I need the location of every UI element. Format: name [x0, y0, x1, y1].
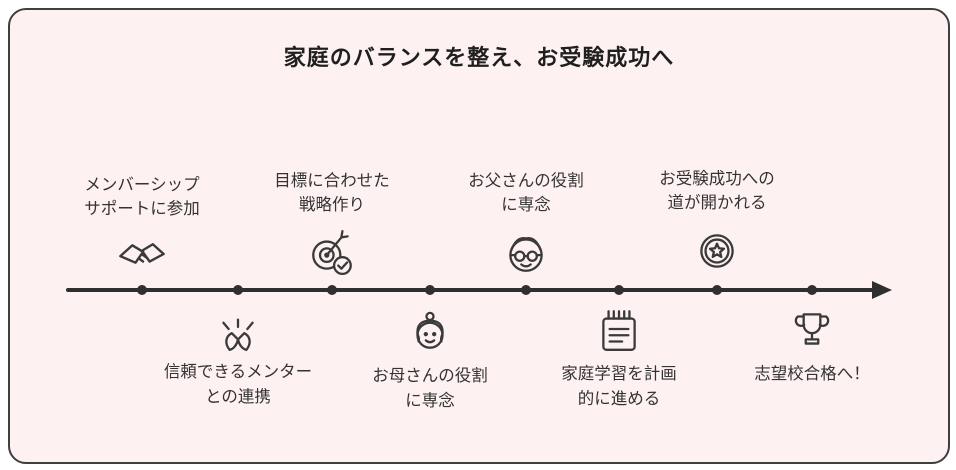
star-badge-icon: [692, 226, 742, 276]
milestone-home-study: 家庭学習を計画 的に進める: [524, 306, 714, 412]
milestone-label: お父さんの役割 に専念: [468, 170, 584, 215]
target-check-icon: [307, 228, 357, 276]
milestone-label: お母さんの役割 に専念: [372, 366, 488, 410]
trophy-icon: [787, 306, 837, 354]
milestone-mentor: 信頼できるメンター との連携: [143, 306, 333, 410]
timeline-dot: [425, 285, 435, 295]
handshake-icon: [116, 232, 168, 276]
milestone-label: 目標に合わせた 戦略作り: [274, 170, 390, 215]
milestone-membership: メンバーシップ サポートに参加: [47, 173, 237, 277]
timeline-dot: [233, 285, 243, 295]
milestone-label: 志望校合格へ！: [754, 364, 870, 383]
timeline-axis: [66, 288, 876, 292]
calendar-icon: [594, 306, 644, 354]
milestone-school-pass: 志望校合格へ！: [717, 306, 907, 387]
milestone-label: 家庭学習を計画 的に進める: [561, 364, 677, 408]
father-icon: [501, 228, 551, 276]
milestone-mother-role: お母さんの役割 に専念: [335, 306, 525, 414]
milestone-label: お受験成功への 道が開かれる: [659, 168, 775, 213]
mother-icon: [405, 306, 455, 356]
milestone-label: メンバーシップ サポートに参加: [84, 174, 200, 219]
timeline-dot: [137, 285, 147, 295]
timeline-dot: [521, 285, 531, 295]
page-title: 家庭のバランスを整え、お受験成功へ: [283, 46, 675, 71]
timeline-dot: [327, 285, 337, 295]
timeline-dot: [614, 285, 624, 295]
timeline-dot: [807, 285, 817, 295]
diagram-card: 家庭のバランスを整え、お受験成功へ メンバーシップ サポートに参加: [8, 8, 950, 464]
timeline-dot: [712, 285, 722, 295]
high-five-icon: [213, 306, 263, 352]
milestone-exam-success: お受験成功への 道が開かれる: [622, 167, 812, 277]
milestone-label: 信頼できるメンター との連携: [163, 362, 313, 406]
milestone-father-role: お父さんの役割 に専念: [431, 169, 621, 277]
milestone-strategy: 目標に合わせた 戦略作り: [237, 169, 427, 277]
timeline-arrow-icon: [872, 281, 892, 299]
